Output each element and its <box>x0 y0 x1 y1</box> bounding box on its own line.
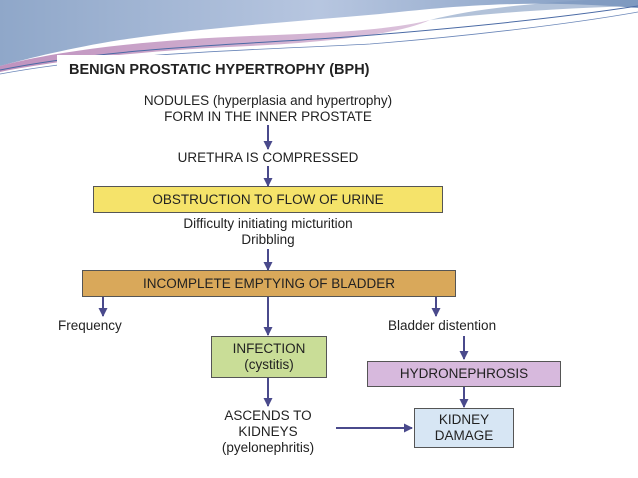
nodules-line-1: NODULES (hyperplasia and hypertrophy) <box>143 93 393 108</box>
obstruction-label: OBSTRUCTION TO FLOW OF URINE <box>152 191 384 207</box>
incomplete-box: INCOMPLETE EMPTYING OF BLADDER <box>82 270 456 297</box>
urethra-text: URETHRA IS COMPRESSED <box>177 150 359 165</box>
distention-text: Bladder distention <box>388 318 497 333</box>
infection-box: INFECTION (cystitis) <box>211 336 327 378</box>
ascends-line-1: ASCENDS TO <box>224 408 312 423</box>
kidney-line-2: DAMAGE <box>434 428 494 443</box>
kidney-damage-box: KIDNEY DAMAGE <box>414 408 514 448</box>
incomplete-label: INCOMPLETE EMPTYING OF BLADDER <box>142 275 396 291</box>
obstruction-box: OBSTRUCTION TO FLOW OF URINE <box>93 186 443 213</box>
ascends-text: ASCENDS TO KIDNEYS (pyelonephritis) <box>198 408 338 456</box>
kidney-line-1: KIDNEY <box>438 412 490 427</box>
hydronephrosis-label: HYDRONEPHROSIS <box>399 366 529 381</box>
infection-line-2: (cystitis) <box>244 357 294 372</box>
ascends-line-2: KIDNEYS <box>238 424 298 439</box>
diagram-panel <box>57 55 567 457</box>
ascends-line-3: (pyelonephritis) <box>221 440 315 455</box>
nodules-line-2: FORM IN THE INNER PROSTATE <box>164 109 372 124</box>
decorative-banner <box>0 0 638 75</box>
diagram-title: BENIGN PROSTATIC HYPERTROPHY (BPH) <box>69 62 370 78</box>
frequency-text: Frequency <box>58 318 122 333</box>
infection-line-1: INFECTION <box>232 341 306 356</box>
difficulty-line-1: Difficulty initiating micturition <box>183 216 353 231</box>
hydronephrosis-box: HYDRONEPHROSIS <box>367 361 561 387</box>
nodules-text: NODULES (hyperplasia and hypertrophy) FO… <box>0 93 536 125</box>
difficulty-line-2: Dribbling <box>241 232 295 247</box>
difficulty-text: Difficulty initiating micturition Dribbl… <box>0 216 536 248</box>
